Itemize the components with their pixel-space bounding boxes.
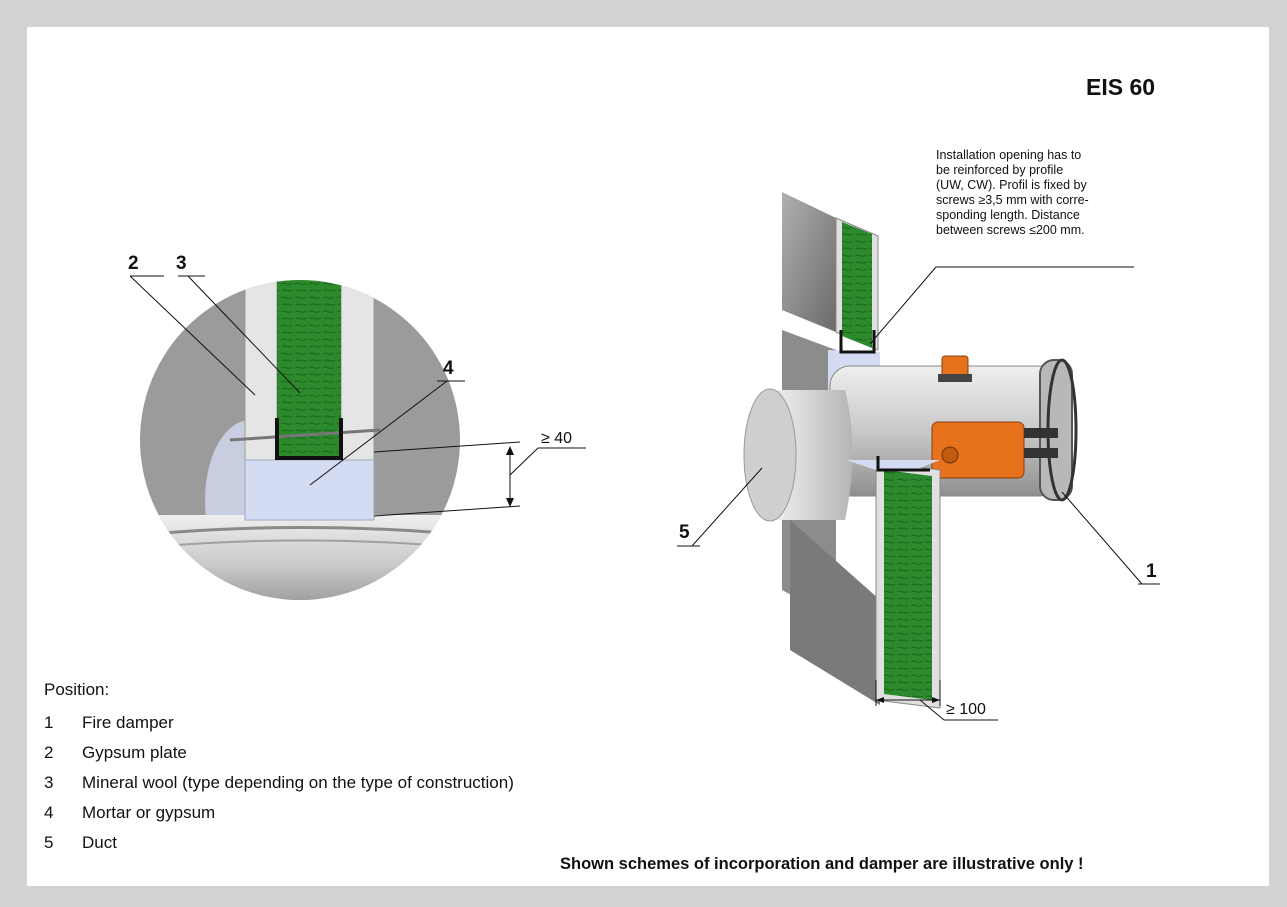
note-line: screws ≥3,5 mm with corre- bbox=[936, 193, 1089, 207]
legend-number: 4 bbox=[44, 803, 54, 822]
page-title: EIS 60 bbox=[1086, 74, 1156, 100]
installation-note: Installation opening has to be reinforce… bbox=[936, 148, 1134, 238]
isometric-view bbox=[677, 192, 1160, 721]
callout-mineral-wool: 3 bbox=[176, 253, 187, 274]
callout-fire-damper: 1 bbox=[1146, 561, 1157, 582]
legend-number: 2 bbox=[44, 743, 54, 762]
legend-label: Mineral wool (type depending on the type… bbox=[82, 773, 514, 792]
legend-label: Gypsum plate bbox=[82, 743, 187, 762]
dimension-gap-label: ≥ 40 bbox=[541, 430, 573, 447]
callout-duct: 5 bbox=[679, 522, 690, 543]
legend-number: 5 bbox=[44, 833, 54, 852]
legend-number: 1 bbox=[44, 713, 54, 732]
dimension-wall-label: ≥ 100 bbox=[946, 701, 986, 718]
legend-item: 4 Mortar or gypsum bbox=[44, 803, 514, 833]
note-line: be reinforced by profile bbox=[936, 163, 1064, 177]
note-line: Installation opening has to bbox=[936, 148, 1082, 162]
legend-item: 1 Fire damper bbox=[44, 713, 514, 743]
legend-label: Duct bbox=[82, 833, 117, 852]
disclaimer-text: Shown schemes of incorporation and dampe… bbox=[560, 855, 1084, 873]
note-line: sponding length. Distance bbox=[936, 208, 1080, 222]
legend-item: 2 Gypsum plate bbox=[44, 743, 514, 773]
detail-view bbox=[129, 275, 586, 600]
legend-list: 1 Fire damper 2 Gypsum plate 3 Mineral w… bbox=[44, 713, 514, 863]
callout-mortar: 4 bbox=[443, 358, 454, 379]
callout-gypsum-plate: 2 bbox=[128, 253, 139, 274]
legend-label: Fire damper bbox=[82, 713, 174, 732]
legend-label: Mortar or gypsum bbox=[82, 803, 216, 822]
legend-number: 3 bbox=[44, 773, 54, 792]
legend-item: 3 Mineral wool (type depending on the ty… bbox=[44, 773, 514, 803]
legend-item: 5 Duct bbox=[44, 833, 514, 863]
note-line: (UW, CW). Profil is fixed by bbox=[936, 178, 1087, 192]
legend-title: Position: bbox=[44, 680, 110, 699]
note-line: between screws ≤200 mm. bbox=[936, 223, 1085, 237]
